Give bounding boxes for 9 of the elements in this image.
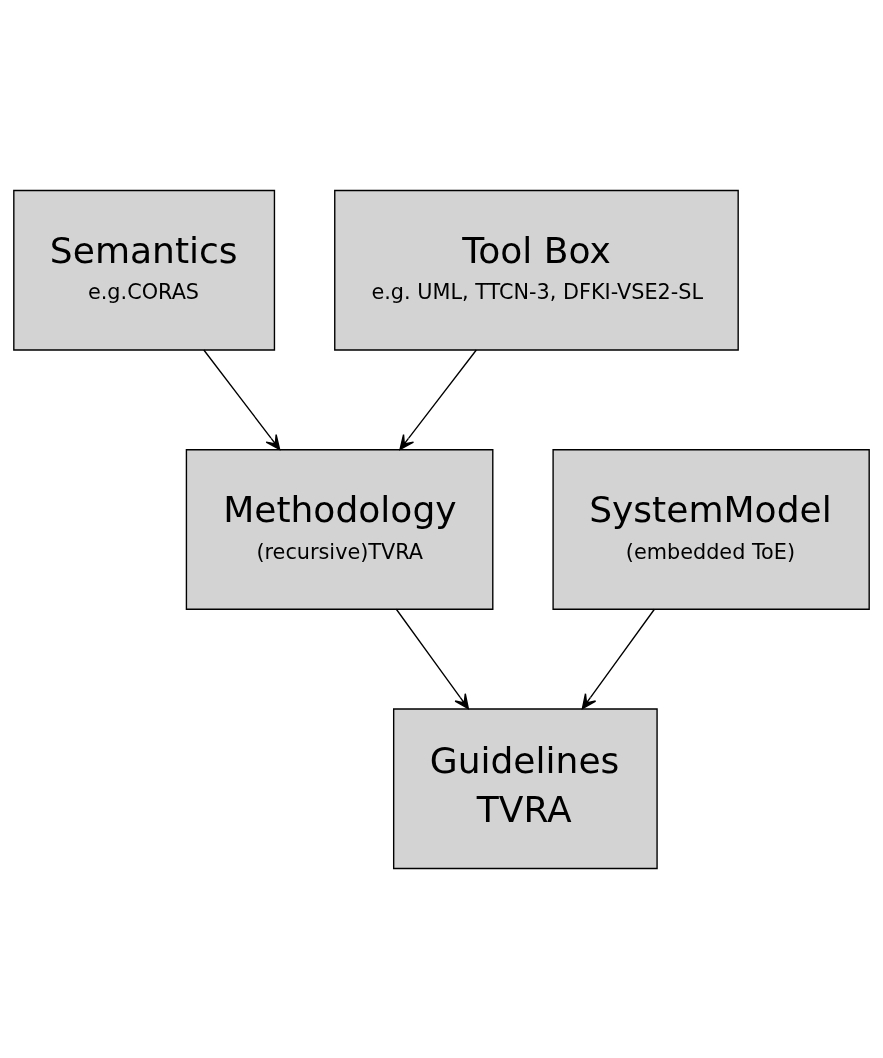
node-box: Semantics e.g.CORAS [13,189,276,351]
node-box: Guidelines TVRA [392,707,658,869]
arrow [581,608,656,709]
node-box: Tool Box e.g. UML, TTCN-3, DFKI-VSE2-SL [334,189,739,351]
arrow [203,348,281,450]
arrow [395,608,470,709]
node-box: Methodology (recursive)TVRA [185,448,494,610]
node-box: SystemModel (embedded ToE) [552,448,870,610]
arrow [399,348,477,450]
